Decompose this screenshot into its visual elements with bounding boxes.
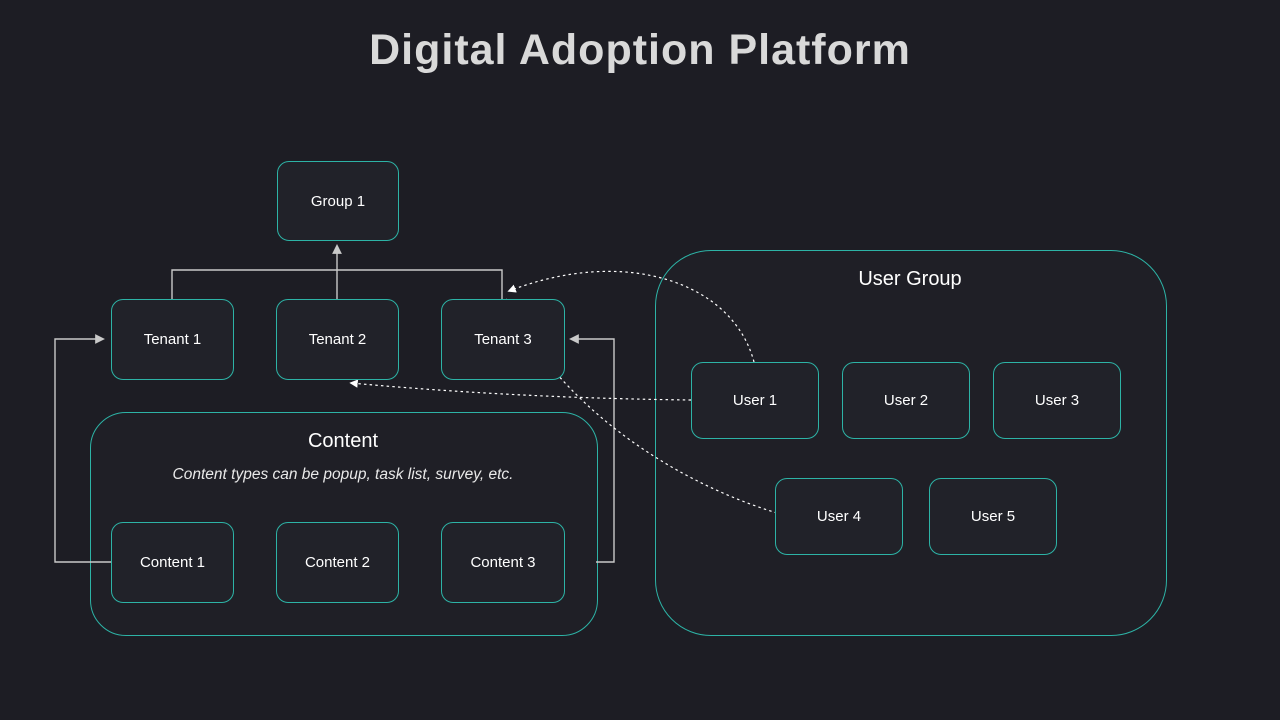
node-content-2: Content 2 (276, 522, 399, 603)
content-container-title: Content (307, 430, 379, 452)
node-content-1: Content 1 (111, 522, 234, 603)
page-title: Digital Adoption Platform (369, 26, 911, 74)
node-user-5: User 5 (929, 478, 1057, 555)
node-group-1: Group 1 (277, 161, 399, 241)
connector-tenants-bus (171, 269, 503, 299)
user-group-container (655, 250, 1167, 636)
node-user-2: User 2 (842, 362, 970, 439)
node-user-4: User 4 (775, 478, 903, 555)
content-container-subtitle: Content types can be popup, task list, s… (172, 466, 514, 483)
node-tenant-2: Tenant 2 (276, 299, 399, 380)
node-tenant-1: Tenant 1 (111, 299, 234, 380)
connector-user1-to-tenant2 (349, 379, 692, 401)
node-content-3: Content 3 (441, 522, 565, 603)
node-user-3: User 3 (993, 362, 1121, 439)
node-tenant-3: Tenant 3 (441, 299, 565, 380)
user-group-title: User Group (858, 268, 962, 290)
node-user-1: User 1 (691, 362, 819, 439)
